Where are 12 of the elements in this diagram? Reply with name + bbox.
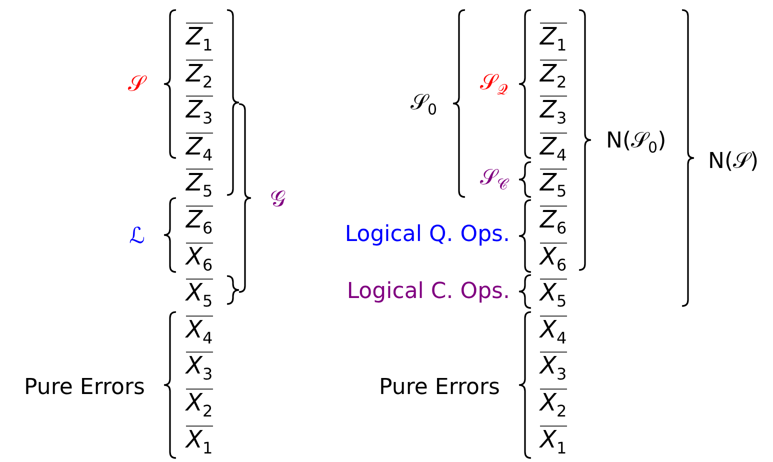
group-label: Pure Errors (24, 377, 145, 399)
group-label: 𝒮$_{𝒬}$ (480, 72, 508, 98)
group-label: ℒ (129, 226, 145, 248)
group-label: 𝒮$_{𝒞}$ (480, 167, 508, 193)
group-label: 𝒮$_{0}$ (410, 92, 437, 118)
group-label: Logical C. Ops. (346, 281, 510, 303)
group-label: Logical Q. Ops. (344, 224, 510, 246)
group-label: 𝒢 (270, 189, 286, 211)
group-label: 𝒮 (128, 74, 145, 96)
group-label: N(𝒮) (708, 151, 759, 173)
group-label: Pure Errors (379, 377, 500, 399)
group-label: N(𝒮$_{0}$) (606, 130, 666, 156)
